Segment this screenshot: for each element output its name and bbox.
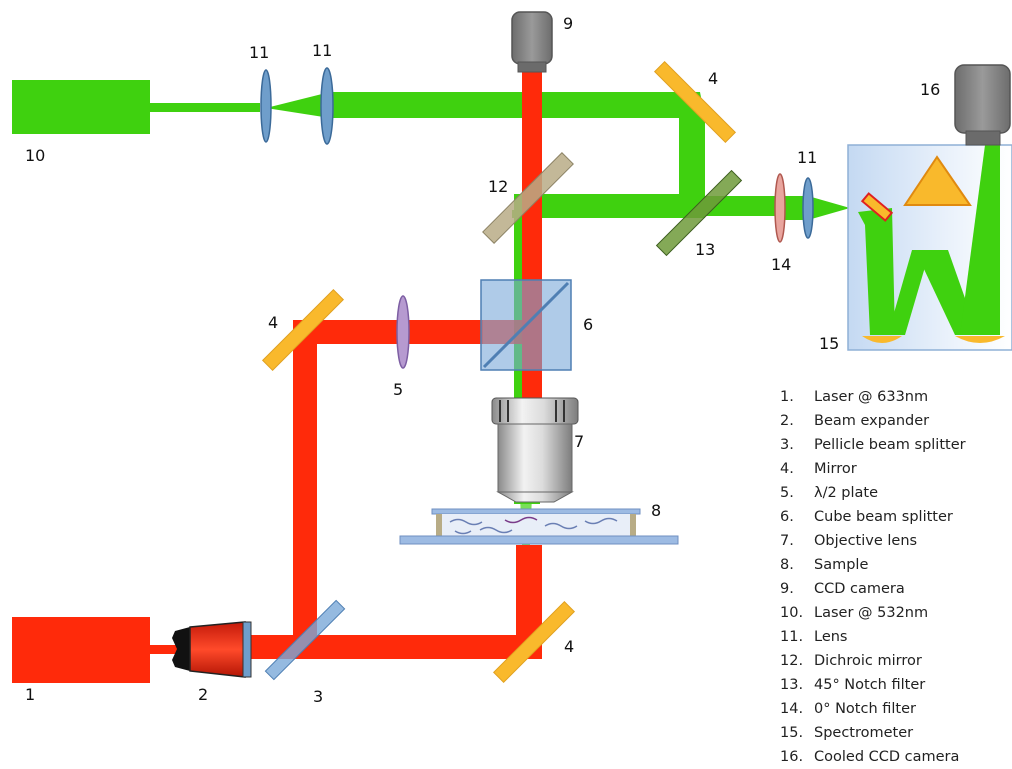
spectrometer bbox=[847, 144, 1012, 351]
mirror-top-right bbox=[653, 60, 737, 144]
pellicle-beam-splitter bbox=[264, 599, 346, 681]
label-cube-beam-splitter: 6 bbox=[583, 315, 593, 334]
legend-item-text: 45° Notch filter bbox=[814, 677, 926, 693]
label-notch-filter-0: 14 bbox=[771, 255, 791, 274]
legend-item: 13. 45° Notch filter bbox=[780, 673, 966, 697]
sample bbox=[399, 508, 679, 545]
legend-item-text: Objective lens bbox=[814, 533, 918, 549]
legend-item: 10. Laser @ 532nm bbox=[780, 601, 966, 625]
label-dichroic-mirror: 12 bbox=[488, 177, 508, 196]
label-lens-c: 11 bbox=[797, 148, 817, 167]
mirror-upper-left bbox=[261, 288, 345, 372]
legend-item: 5. λ/2 plate bbox=[780, 481, 966, 505]
entrance-slit-mirror bbox=[860, 192, 894, 222]
legend-item-number: 13. bbox=[780, 677, 804, 693]
lens-a bbox=[260, 69, 272, 143]
legend-item: 8. Sample bbox=[780, 553, 966, 577]
mirror-bottom-right bbox=[492, 600, 576, 684]
legend-item-number: 5. bbox=[780, 485, 794, 501]
label-mirror-upper-left: 4 bbox=[268, 313, 278, 332]
legend-item-text: Lens bbox=[814, 629, 848, 645]
cooled-ccd-camera bbox=[954, 64, 1011, 146]
prism-grating bbox=[903, 155, 972, 206]
legend-item: 3. Pellicle beam splitter bbox=[780, 433, 966, 457]
legend-item-text: Cube beam splitter bbox=[814, 509, 953, 525]
legend-item: 1. Laser @ 633nm bbox=[780, 385, 966, 409]
label-pellicle-beam-splitter: 3 bbox=[313, 687, 323, 706]
label-half-wave-plate: 5 bbox=[393, 380, 403, 399]
label-beam-expander: 2 bbox=[198, 685, 208, 704]
legend-item-number: 16. bbox=[780, 749, 804, 765]
legend-item-number: 8. bbox=[780, 557, 794, 573]
legend-item-text: Mirror bbox=[814, 461, 857, 477]
legend-item-number: 1. bbox=[780, 389, 794, 405]
beam-expander bbox=[172, 621, 252, 678]
legend-item: 7. Objective lens bbox=[780, 529, 966, 553]
notch-filter-0 bbox=[774, 173, 786, 243]
legend-item-text: Cooled CCD camera bbox=[814, 749, 960, 765]
spectrometer-green-path bbox=[858, 208, 895, 335]
cube-beam-splitter bbox=[480, 279, 572, 371]
legend-item-number: 15. bbox=[780, 725, 804, 741]
dichroic-mirror bbox=[482, 152, 574, 244]
legend-item: 9. CCD camera bbox=[780, 577, 966, 601]
label-objective-lens: 7 bbox=[574, 432, 584, 451]
legend-item: 6. Cube beam splitter bbox=[780, 505, 966, 529]
component-legend: 1. Laser @ 633nm 2. Beam expander 3. Pellicle… bbox=[780, 385, 966, 769]
legend-item-number: 7. bbox=[780, 533, 794, 549]
label-sample: 8 bbox=[651, 501, 661, 520]
label-ccd-camera: 9 bbox=[563, 14, 573, 33]
ccd-camera bbox=[511, 11, 553, 73]
laser-633 bbox=[12, 617, 150, 683]
legend-item-number: 3. bbox=[780, 437, 794, 453]
legend-item-text: 0° Notch filter bbox=[814, 701, 916, 717]
label-notch-filter-45: 13 bbox=[695, 240, 715, 259]
legend-item-text: Pellicle beam splitter bbox=[814, 437, 966, 453]
legend-item-text: Laser @ 633nm bbox=[814, 389, 929, 405]
legend-item-number: 10. bbox=[780, 605, 804, 621]
legend-item: 16. Cooled CCD camera bbox=[780, 745, 966, 769]
label-lens-a: 11 bbox=[249, 43, 269, 62]
legend-item-text: Sample bbox=[814, 557, 869, 573]
legend-item-number: 2. bbox=[780, 413, 794, 429]
legend-item: 15. Spectrometer bbox=[780, 721, 966, 745]
objective-lens bbox=[491, 397, 579, 503]
label-spectrometer: 15 bbox=[819, 334, 839, 353]
legend-item: 14. 0° Notch filter bbox=[780, 697, 966, 721]
legend-item-number: 4. bbox=[780, 461, 794, 477]
legend-item-number: 14. bbox=[780, 701, 804, 717]
legend-item: 12. Dichroic mirror bbox=[780, 649, 966, 673]
legend-item-text: Beam expander bbox=[814, 413, 930, 429]
label-cooled-ccd-camera: 16 bbox=[920, 80, 940, 99]
legend-item-number: 12. bbox=[780, 653, 804, 669]
legend-item: 4. Mirror bbox=[780, 457, 966, 481]
legend-item: 2. Beam expander bbox=[780, 409, 966, 433]
lens-c bbox=[802, 177, 814, 239]
legend-item-text: CCD camera bbox=[814, 581, 905, 597]
laser-532 bbox=[12, 80, 150, 134]
legend-item-text: λ/2 plate bbox=[814, 485, 879, 501]
label-laser-633: 1 bbox=[25, 685, 35, 704]
half-wave-plate bbox=[396, 295, 410, 369]
lens-b bbox=[320, 67, 334, 145]
legend-item-text: Dichroic mirror bbox=[814, 653, 922, 669]
label-mirror-bottom-right: 4 bbox=[564, 637, 574, 656]
legend-item-text: Spectrometer bbox=[814, 725, 914, 741]
legend-item-number: 9. bbox=[780, 581, 794, 597]
notch-filter-45 bbox=[655, 169, 743, 257]
legend-item-number: 11. bbox=[780, 629, 804, 645]
legend-item-number: 6. bbox=[780, 509, 794, 525]
label-laser-532: 10 bbox=[25, 146, 45, 165]
label-lens-b: 11 bbox=[312, 41, 332, 60]
legend-item: 11. Lens bbox=[780, 625, 966, 649]
label-mirror-top-right: 4 bbox=[708, 69, 718, 88]
legend-item-text: Laser @ 532nm bbox=[814, 605, 929, 621]
